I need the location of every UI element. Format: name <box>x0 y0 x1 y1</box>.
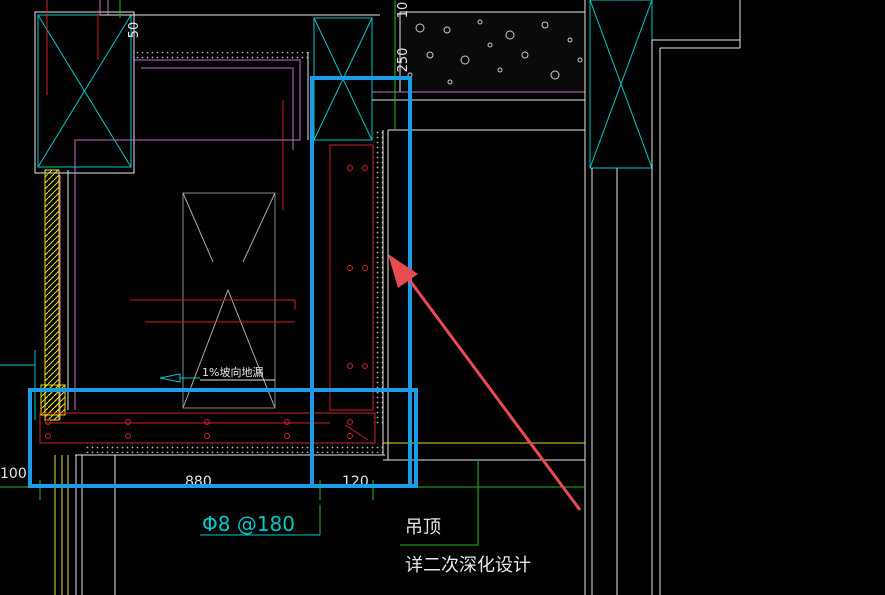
detail-note: 详二次深化设计 <box>405 555 531 576</box>
vertical-beam <box>329 130 384 455</box>
vertical-highlight-box <box>310 76 412 488</box>
room-outline <box>59 52 309 420</box>
left-wall-hatch <box>40 169 66 421</box>
right-side-lines <box>383 0 741 595</box>
top-left-column-symbol <box>34 11 135 174</box>
dim-top-50: 50 <box>127 22 142 39</box>
left-bottom-lines <box>0 350 116 595</box>
ceiling-note: 吊顶 <box>405 517 441 538</box>
slope-note-text: 1%坡向地漏 <box>202 365 263 379</box>
annotation-arrow <box>388 254 582 511</box>
floor-drain-fixture <box>130 100 296 409</box>
slope-note: 1%坡向地漏 <box>159 365 275 383</box>
horizontal-highlight-box <box>28 388 418 488</box>
dim-bottom-100: 100 <box>0 466 27 482</box>
dim-top-10: 10 <box>396 2 411 19</box>
rebar-spec-label: Φ8 @180 <box>202 512 295 536</box>
dim-top-250: 250 <box>396 48 411 73</box>
horizontal-beam <box>39 412 385 456</box>
concrete-slab <box>372 11 586 101</box>
